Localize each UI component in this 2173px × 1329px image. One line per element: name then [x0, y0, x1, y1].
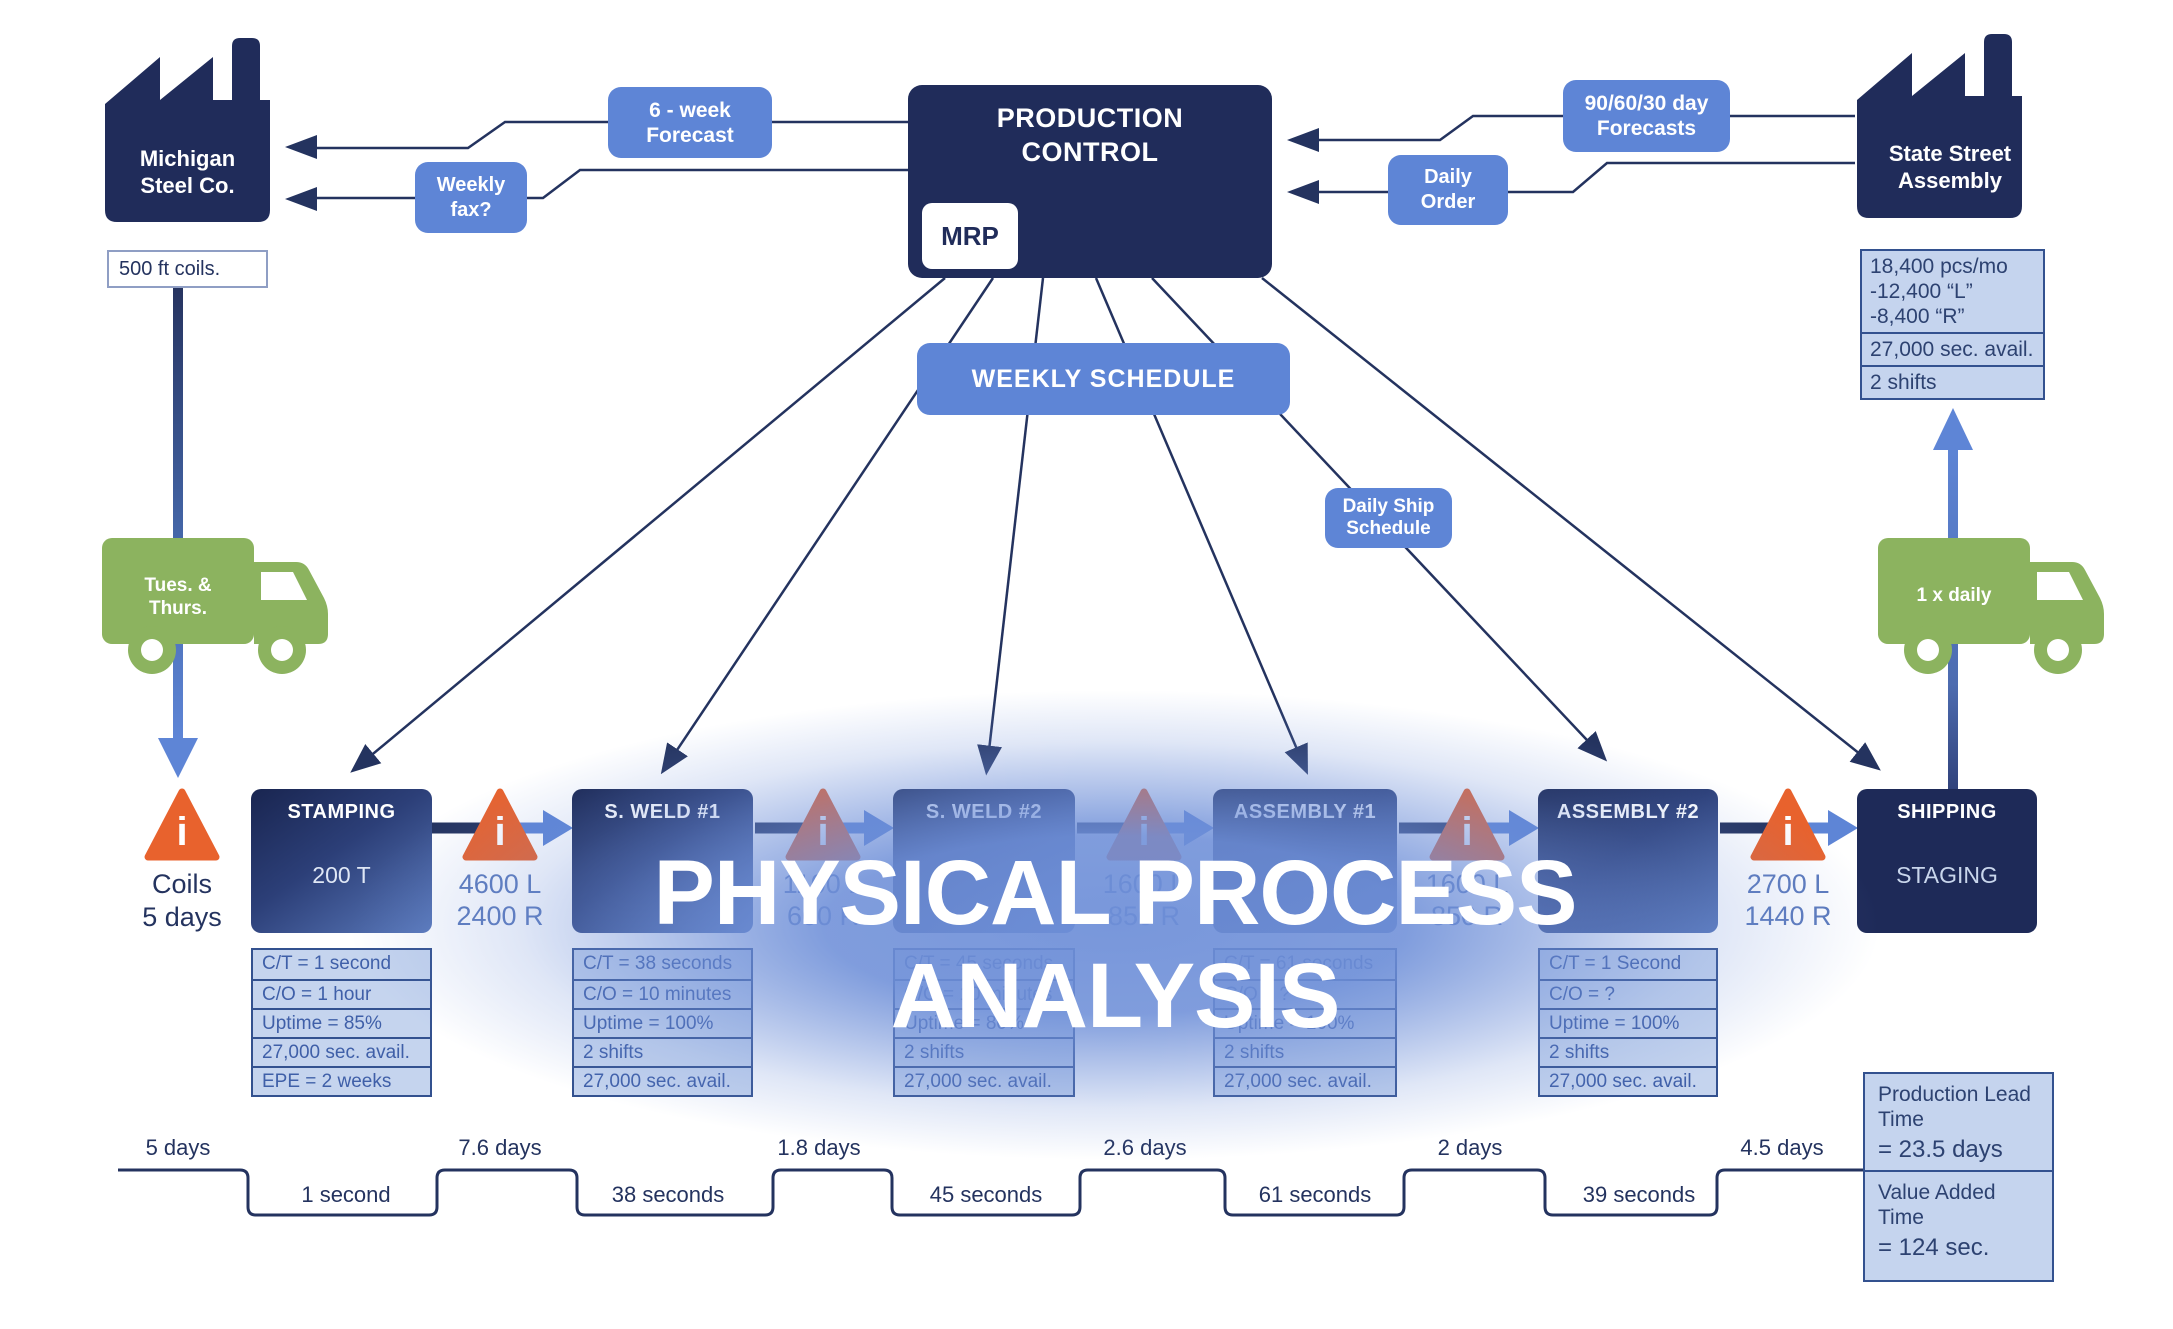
- forecasts-box: 90/60/30 day Forecasts: [1563, 80, 1730, 152]
- outbound-truck-label: 1 x daily: [1916, 585, 1992, 606]
- timeline-seconds: 45 seconds: [929, 1182, 1043, 1207]
- inbound-truck-icon: [102, 538, 328, 674]
- six-week-forecast-box: 6 - week Forecast: [608, 87, 772, 158]
- process-box-shipping: SHIPPING STAGING: [1857, 789, 2037, 933]
- timeline-line: [118, 1168, 1863, 1217]
- overlay-title: PHYSICAL PROCESS ANALYSIS: [350, 842, 1880, 1048]
- mrp-badge: MRP: [922, 203, 1018, 269]
- six-week-forecast-line: [313, 120, 908, 150]
- timeline-seconds: 1 second: [301, 1182, 391, 1207]
- supplier-note: 500 ft coils.: [107, 250, 268, 288]
- outbound-flow-arrowhead: [1933, 408, 1973, 450]
- timeline-days: 7.6 days: [458, 1135, 542, 1160]
- weekly-fax-box: Weekly fax?: [415, 162, 527, 233]
- customer-label: State Street Assembly: [1888, 141, 2012, 193]
- supplier-label: Michigan Steel Co.: [139, 146, 236, 198]
- inventory-triangle-icon: [144, 788, 220, 861]
- coils-label: Coils 5 days: [142, 869, 222, 932]
- value-added-cell: Value Added Time = 124 sec.: [1865, 1170, 2052, 1268]
- overlay-title-line1: PHYSICAL PROCESS: [653, 842, 1578, 944]
- timeline-days: 2 days: [1437, 1135, 1503, 1160]
- weekly-schedule-box: WEEKLY SCHEDULE: [917, 343, 1290, 415]
- inventory-i-icon: i: [176, 810, 188, 854]
- info-flow-lines: [313, 114, 1855, 200]
- customer-demand-box: 18,400 pcs/mo -12,400 “L” -8,400 “R” 27,…: [1860, 249, 2045, 400]
- customer-shifts: 2 shifts: [1862, 365, 2043, 398]
- outbound-truck-icon: [1878, 538, 2104, 674]
- inbound-flow-line: [173, 286, 183, 738]
- forecasts-line: [1315, 114, 1855, 142]
- inbound-flow-arrowhead: [158, 738, 198, 778]
- supplier-factory-icon: [105, 38, 270, 222]
- production-control-title: PRODUCTION CONTROL: [996, 103, 1184, 167]
- timeline-seconds: 61 seconds: [1258, 1182, 1372, 1207]
- summary-box: Production Lead Time = 23.5 days Value A…: [1863, 1072, 2054, 1282]
- overlay-title-line2: ANALYSIS: [890, 945, 1341, 1047]
- production-control-box: PRODUCTION CONTROL MRP: [908, 85, 1272, 278]
- customer-demand: 18,400 pcs/mo -12,400 “L” -8,400 “R”: [1870, 255, 2008, 328]
- info-flow-arrowheads: [285, 128, 1319, 211]
- weekly-fax-line: [317, 168, 908, 200]
- lead-time-cell: Production Lead Time = 23.5 days: [1878, 1083, 2031, 1163]
- timeline-days: 1.8 days: [777, 1135, 861, 1160]
- customer-avail: 27,000 sec. avail.: [1862, 332, 2043, 365]
- daily-ship-schedule-box: Daily Ship Schedule: [1325, 488, 1452, 548]
- daily-order-box: Daily Order: [1388, 155, 1508, 225]
- daily-order-line: [1319, 161, 1855, 194]
- timeline-seconds: 39 seconds: [1582, 1182, 1696, 1207]
- timeline-seconds: 38 seconds: [611, 1182, 725, 1207]
- inbound-truck-label: Tues. & Thurs.: [144, 575, 212, 619]
- timeline-days: 4.5 days: [1740, 1135, 1824, 1160]
- customer-factory-icon: [1857, 34, 2022, 218]
- timeline-days: 2.6 days: [1103, 1135, 1187, 1160]
- timeline-days: 5 days: [145, 1135, 211, 1160]
